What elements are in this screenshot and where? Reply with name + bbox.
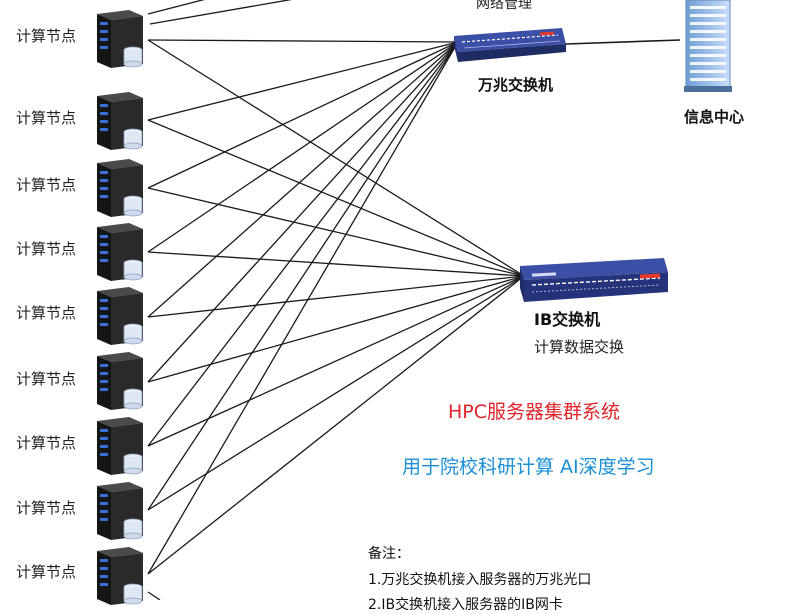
system-title: HPC服务器集群系统 <box>448 401 621 423</box>
ten-gigabit-link <box>147 0 205 15</box>
infiniband-link <box>147 591 161 600</box>
infiniband-link <box>147 275 525 575</box>
infiniband-link <box>147 187 525 277</box>
uplink-to-data-center <box>565 39 681 45</box>
ten-gigabit-link <box>147 41 459 447</box>
ten-gigabit-switch-icon <box>454 28 566 62</box>
data-center-label: 信息中心 <box>684 108 745 126</box>
infiniband-link <box>147 119 525 277</box>
server-icon <box>97 547 143 605</box>
compute-node-label: 计算节点 <box>16 499 77 517</box>
connection-lines <box>147 0 681 600</box>
server-icon <box>97 352 143 410</box>
ten-gigabit-link <box>147 41 459 253</box>
compute-node-label: 计算节点 <box>16 304 77 322</box>
infiniband-link <box>147 275 525 511</box>
ten-gigabit-link <box>147 39 459 43</box>
note-line-2: 2.IB交换机接入服务器的IB网卡 <box>368 597 563 613</box>
ten-gigabit-link <box>147 41 459 318</box>
ten-gigabit-link <box>147 41 459 575</box>
compute-node-label: 计算节点 <box>16 109 77 127</box>
note-line-1: 1.万兆交换机接入服务器的万兆光口 <box>368 572 592 588</box>
infiniband-link <box>147 39 525 277</box>
compute-node-label: 计算节点 <box>16 240 77 258</box>
infiniband-switch-subtitle: 计算数据交换 <box>534 338 625 356</box>
compute-node-label: 计算节点 <box>16 176 77 194</box>
infiniband-link <box>147 275 525 383</box>
compute-node-label: 计算节点 <box>16 563 77 581</box>
notes-heading: 备注： <box>368 546 410 562</box>
ten-gigabit-switch-label: 万兆交换机 <box>478 76 554 94</box>
infiniband-switch-icon <box>520 258 668 302</box>
compute-node-label: 计算节点 <box>16 370 77 388</box>
infiniband-link <box>147 275 525 447</box>
ten-gigabit-link <box>149 0 293 25</box>
ten-gigabit-link <box>147 41 459 383</box>
server-icon <box>97 417 143 475</box>
building-icon <box>684 0 732 92</box>
infiniband-switch-label: IB交换机 <box>534 310 601 329</box>
ten-gigabit-link <box>147 41 459 511</box>
infiniband-link <box>147 275 525 318</box>
ten-gigabit-link <box>147 41 459 189</box>
server-icon <box>97 92 143 150</box>
compute-node-label: 计算节点 <box>16 27 77 45</box>
server-icon <box>97 482 143 540</box>
compute-node-label: 计算节点 <box>16 434 77 452</box>
server-icon <box>97 287 143 345</box>
infiniband-link <box>147 251 525 277</box>
ten-gigabit-link <box>147 41 459 121</box>
system-subtitle: 用于院校科研计算 AI深度学习 <box>402 456 655 478</box>
server-icon <box>97 10 143 68</box>
server-icon <box>97 223 143 281</box>
network-management-label: 网络管理 <box>476 0 532 12</box>
server-icon <box>97 159 143 217</box>
